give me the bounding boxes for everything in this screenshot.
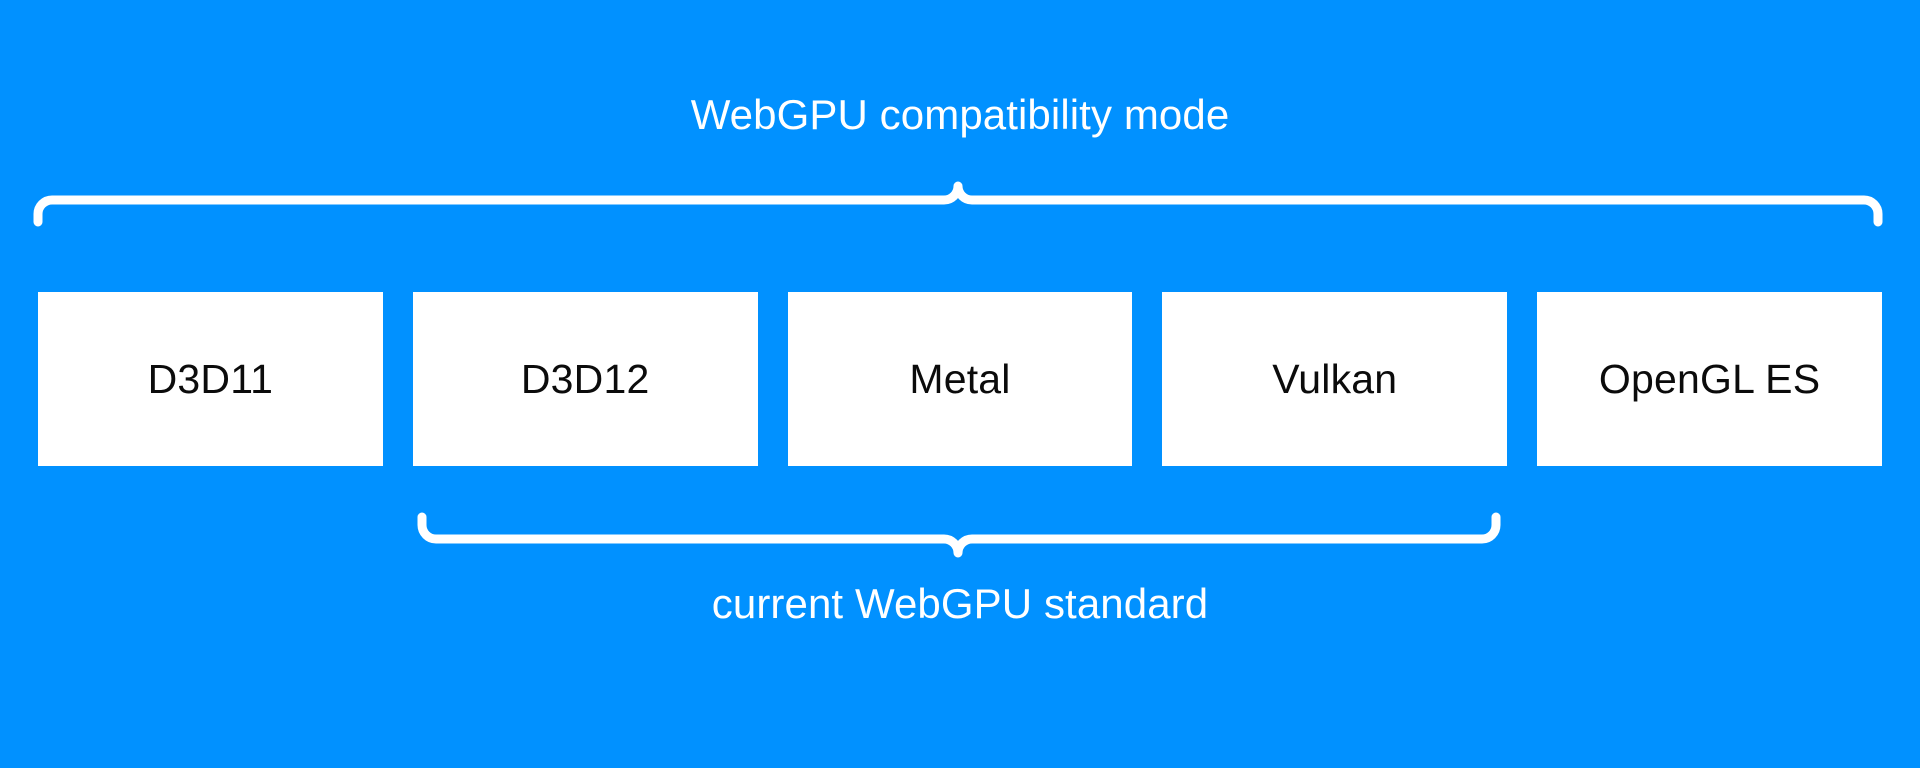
top-brace-label: WebGPU compatibility mode (690, 91, 1230, 138)
backend-box-d3d12[interactable]: D3D12 (412, 292, 758, 466)
backend-label: D3D12 (520, 355, 650, 402)
backend-box-metal[interactable]: Metal (787, 292, 1133, 466)
backend-label: Vulkan (1272, 355, 1398, 402)
backend-label: D3D11 (147, 355, 274, 402)
backend-box-opengl-es[interactable]: OpenGL ES (1537, 292, 1882, 466)
backend-label: Metal (909, 355, 1011, 402)
bottom-brace-label: current WebGPU standard (711, 580, 1209, 627)
bottom-brace-icon (417, 512, 1501, 558)
backend-box-row: D3D11 D3D12 Metal Vulkan OpenGL ES (38, 292, 1882, 466)
backend-box-vulkan[interactable]: Vulkan (1162, 292, 1508, 466)
backend-box-d3d11[interactable]: D3D11 (38, 292, 383, 466)
backend-label: OpenGL ES (1598, 355, 1821, 402)
top-brace-icon (33, 181, 1883, 227)
